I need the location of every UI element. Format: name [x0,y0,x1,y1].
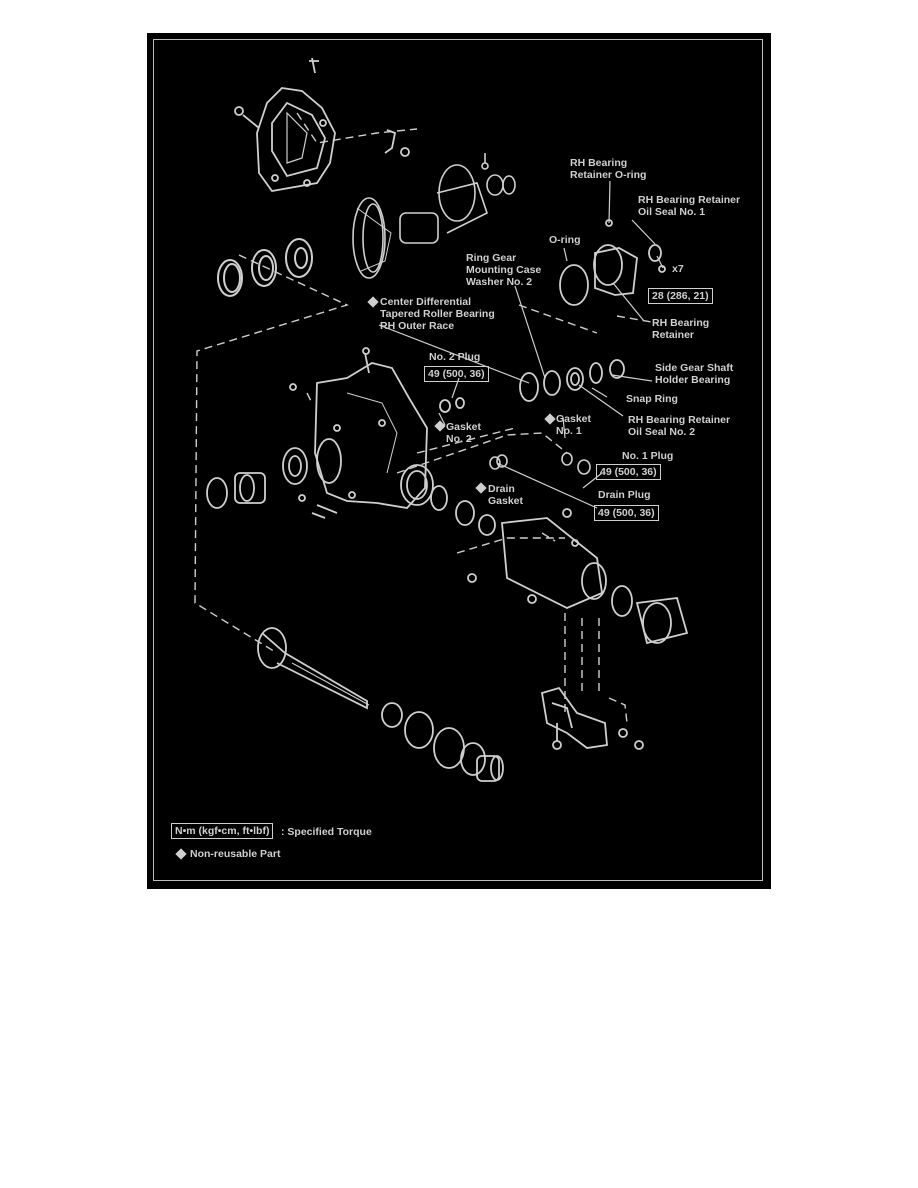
label-o-ring: O-ring [549,234,581,246]
legend-torque-text: : Specified Torque [281,826,372,838]
label-snap-ring: Snap Ring [626,393,678,405]
legend-nonreusable-text: Non-reusable Part [190,848,281,860]
label-no1-plug: No. 1 Plug [622,450,674,462]
mount-bracket [540,686,644,750]
rear-cover [234,57,410,192]
label-no2-plug: No. 2 Plug [429,351,481,363]
transfer-case [289,347,465,519]
plugs-gaskets [489,452,591,475]
label-drain-plug: Drain Plug [598,489,651,501]
bearing-set-right [519,359,625,402]
torque-box-no1-plug: 49 (500, 36) [596,464,661,480]
ring-gear [352,153,516,279]
extension-housing [467,508,689,645]
label-x7: x7 [672,263,684,275]
bearing-set-upper [217,238,313,297]
leader-lines [378,180,664,509]
diagram-frame [153,39,763,881]
torque-box-28: 28 (286, 21) [648,288,713,304]
bearing-set-lower [430,485,496,536]
torque-box-drain-plug: 49 (500, 36) [594,505,659,521]
exploded-parts-diagram [194,57,689,782]
drive-pinion-shaft [257,627,504,782]
torque-box-no2-plug: 49 (500, 36) [424,366,489,382]
bearing-set-left [206,447,308,509]
legend-torque-box: N•m (kgf•cm, ft•lbf) [171,823,274,839]
rh-bearing-retainer [559,219,666,306]
